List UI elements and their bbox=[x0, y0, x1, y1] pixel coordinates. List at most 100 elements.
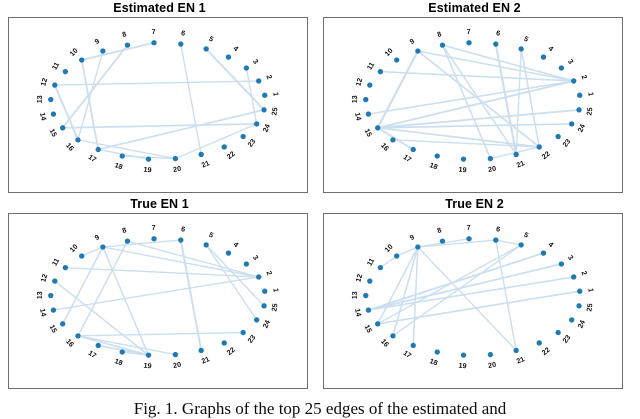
graph-node bbox=[377, 68, 384, 75]
graph-node bbox=[256, 78, 262, 84]
graph-node-label: 11 bbox=[366, 61, 377, 72]
graph-node bbox=[415, 244, 421, 250]
graph-node bbox=[513, 347, 519, 354]
graph-edge bbox=[245, 67, 258, 125]
graph-node bbox=[571, 274, 577, 280]
graph-node bbox=[48, 292, 54, 299]
graph-node bbox=[203, 46, 209, 52]
graph-edge bbox=[61, 44, 129, 129]
graph-node-label: 2 bbox=[265, 74, 274, 80]
graph-node bbox=[487, 351, 494, 358]
graph-node bbox=[540, 250, 547, 256]
graph-node bbox=[367, 82, 373, 88]
graph-node bbox=[261, 303, 267, 309]
graph-edge bbox=[367, 263, 563, 311]
edge-layer bbox=[52, 239, 265, 356]
graph-node bbox=[240, 329, 246, 336]
graph-node bbox=[363, 292, 369, 299]
graph-node-label: 15 bbox=[363, 127, 374, 138]
graph-node bbox=[390, 333, 396, 339]
graph-node-label: 12 bbox=[354, 77, 364, 87]
graph-node-label: 5 bbox=[522, 231, 529, 240]
graph-node bbox=[439, 42, 446, 48]
panel-title-true-en-2: True EN 2 bbox=[445, 197, 504, 211]
graph-node bbox=[254, 121, 260, 127]
graph-node bbox=[466, 40, 472, 46]
graph-node bbox=[60, 321, 66, 327]
graph-edge bbox=[54, 280, 150, 356]
graph-edge bbox=[205, 47, 266, 111]
graph-node-label: 10 bbox=[383, 243, 394, 254]
graph-node bbox=[172, 351, 179, 358]
graph-node bbox=[221, 144, 227, 150]
graph-node-label: 20 bbox=[173, 165, 182, 174]
graph-node-label: 4 bbox=[547, 241, 555, 250]
graph-node-label: 16 bbox=[64, 141, 75, 152]
graph-node-label: 14 bbox=[38, 308, 48, 318]
graph-node-label: 6 bbox=[495, 225, 501, 234]
graph-edge bbox=[77, 335, 150, 356]
graph-edge bbox=[494, 43, 518, 156]
graph-node bbox=[95, 342, 101, 349]
graph-node bbox=[410, 146, 416, 153]
graph-node-label: 7 bbox=[466, 224, 470, 232]
graph-node bbox=[145, 156, 152, 162]
graph-node bbox=[555, 329, 561, 336]
graph-edge bbox=[102, 246, 150, 356]
graph-node bbox=[434, 153, 440, 159]
graph-node bbox=[569, 121, 575, 127]
graph-edge bbox=[396, 246, 419, 257]
graph-node-label: 1 bbox=[271, 92, 279, 97]
graph-node-label: 20 bbox=[173, 361, 182, 370]
graph-node-label: 17 bbox=[87, 349, 98, 360]
graph-node bbox=[415, 48, 421, 54]
graph-edge bbox=[77, 240, 129, 337]
edge-layer bbox=[367, 238, 581, 352]
graph-node-label: 6 bbox=[495, 29, 501, 38]
graph-node-label: 3 bbox=[566, 58, 575, 66]
graph-edge bbox=[97, 109, 265, 151]
graph-edge bbox=[52, 276, 260, 311]
graph-node-label: 21 bbox=[200, 355, 211, 366]
graph-node-label: 25 bbox=[585, 303, 594, 312]
edge-layer bbox=[367, 43, 580, 160]
graph-node bbox=[172, 155, 179, 162]
graph-edge bbox=[376, 108, 580, 129]
graph-node-label: 24 bbox=[577, 123, 588, 133]
figure-caption: Fig. 1. Graphs of the top 25 edges of th… bbox=[133, 399, 507, 418]
graph-node bbox=[487, 155, 494, 162]
graph-node-label: 3 bbox=[566, 254, 575, 262]
graph-node-label: 9 bbox=[408, 233, 416, 242]
graph-edge bbox=[495, 239, 522, 246]
graph-node bbox=[460, 156, 467, 162]
graph-node bbox=[262, 288, 268, 294]
graph-edge bbox=[376, 126, 415, 151]
graph-edge bbox=[77, 50, 104, 141]
graph-node bbox=[434, 349, 440, 355]
panel-title-estimated-en-2: Estimated EN 2 bbox=[428, 1, 521, 15]
graph-node-label: 20 bbox=[488, 361, 497, 370]
graph-node-label: 21 bbox=[200, 159, 211, 170]
graph-edge bbox=[53, 84, 79, 141]
graph-node bbox=[375, 321, 381, 327]
graph-node-label: 11 bbox=[51, 257, 62, 268]
graph-node-label: 6 bbox=[180, 225, 186, 234]
graph-node-label: 10 bbox=[68, 47, 79, 58]
graph-node-label: 23 bbox=[561, 138, 572, 149]
graph-node-label: 19 bbox=[143, 166, 152, 175]
graph-edge bbox=[417, 246, 517, 352]
graph-node bbox=[493, 237, 499, 243]
graph-node bbox=[261, 107, 267, 113]
graph-node bbox=[100, 48, 106, 54]
graph-node-label: 14 bbox=[353, 308, 363, 318]
graph-node-label: 24 bbox=[577, 319, 588, 329]
graph-edge bbox=[77, 139, 177, 160]
graph-node-label: 23 bbox=[246, 334, 257, 345]
